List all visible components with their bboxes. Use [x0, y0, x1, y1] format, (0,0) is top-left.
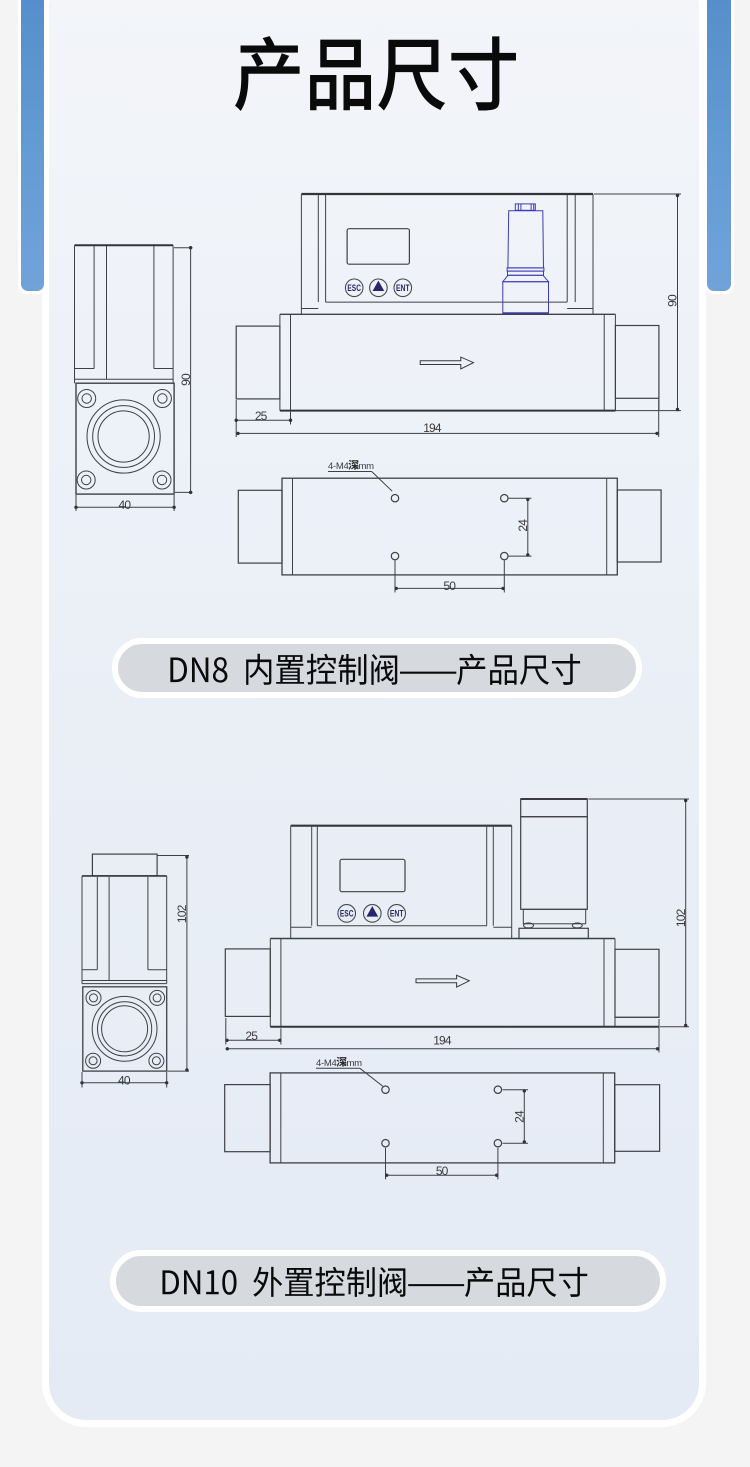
svg-text:ENT: ENT	[396, 283, 410, 293]
svg-text:90: 90	[179, 373, 193, 386]
svg-text:4-M4: 4-M4	[328, 461, 348, 472]
svg-text:90: 90	[666, 294, 680, 307]
svg-text:102: 102	[175, 904, 189, 923]
svg-text:50: 50	[436, 1164, 449, 1178]
svg-text:24: 24	[516, 519, 530, 532]
svg-text:102: 102	[674, 908, 688, 927]
svg-text:ESC: ESC	[347, 283, 361, 293]
svg-text:5mm: 5mm	[342, 1058, 363, 1069]
svg-text:194: 194	[423, 421, 442, 435]
svg-text:40: 40	[119, 498, 132, 512]
svg-text:25: 25	[245, 1029, 258, 1043]
svg-text:24: 24	[513, 1110, 527, 1123]
svg-text:40: 40	[118, 1074, 131, 1088]
svg-text:5mm: 5mm	[354, 461, 375, 472]
svg-text:ENT: ENT	[390, 909, 404, 919]
svg-text:194: 194	[433, 1034, 452, 1048]
svg-text:25: 25	[255, 409, 268, 423]
svg-text:50: 50	[443, 579, 456, 593]
svg-text:ESC: ESC	[340, 909, 354, 919]
svg-text:4-M4: 4-M4	[316, 1058, 336, 1069]
